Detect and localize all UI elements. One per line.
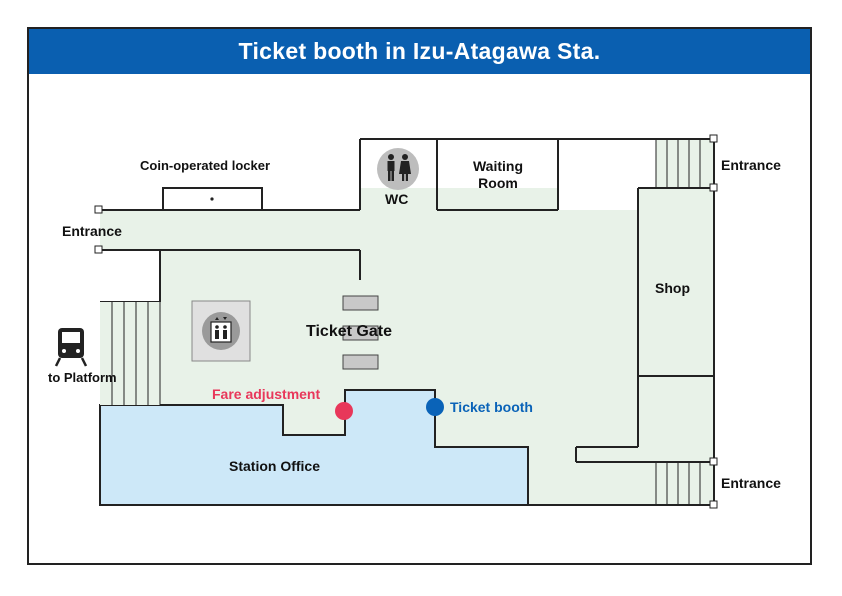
shop-label: Shop [655, 280, 690, 296]
ticket-gate-machines [342, 295, 379, 370]
wc-label: WC [385, 191, 409, 207]
train-icon [54, 328, 88, 367]
walls [98, 138, 715, 506]
station-office-area [99, 389, 529, 506]
fare-adjustment-label: Fare adjustment [212, 386, 321, 402]
platform-stairs [100, 302, 161, 405]
to-platform-label: to Platform [48, 370, 117, 385]
entrance-left-label: Entrance [62, 223, 122, 239]
entrance-top-floor [656, 139, 714, 189]
entrance-bottom-right-label: Entrance [721, 475, 781, 491]
entrance-top-stairs [655, 139, 701, 188]
ticket-gate-label: Ticket Gate [306, 323, 392, 340]
map-title: Ticket booth in Izu-Atagawa Sta. [29, 29, 810, 74]
ticket-booth-marker [426, 398, 444, 416]
waiting-room-label: Waiting Room [472, 158, 524, 191]
entrance-bottom-stairs [655, 462, 701, 505]
fare-adjustment-marker [335, 402, 353, 420]
station-office-label: Station Office [229, 458, 321, 474]
concourse-floor [100, 188, 714, 505]
elevator-icon [191, 300, 251, 362]
entrance-markers [94, 134, 718, 509]
entrance-top-right-label: Entrance [721, 157, 781, 173]
ticket-booth-label: Ticket booth [450, 399, 533, 415]
restroom-icon [377, 148, 419, 190]
coin-locker-label: Coin-operated locker [140, 158, 271, 173]
